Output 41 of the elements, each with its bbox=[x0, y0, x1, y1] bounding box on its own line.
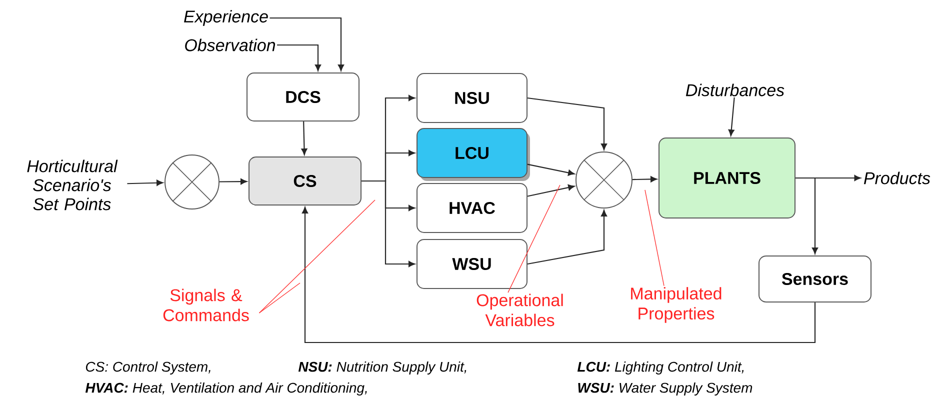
process-box: WSU bbox=[416, 239, 528, 289]
arrow bbox=[632, 176, 658, 182]
process-box: CS bbox=[248, 156, 362, 206]
arrow bbox=[527, 210, 608, 265]
input-label: Products bbox=[864, 172, 930, 184]
input-label: Horticultural Scenario's Set Points bbox=[27, 160, 118, 210]
arrow bbox=[220, 178, 248, 185]
arrow bbox=[728, 97, 735, 136]
annotation-text: Signals & Commands bbox=[163, 288, 249, 322]
annotation-text: Manipulated Properties bbox=[631, 287, 722, 323]
process-box: NSU bbox=[416, 73, 528, 123]
process-box: Sensors bbox=[758, 256, 872, 302]
process-box: DCS bbox=[246, 72, 360, 122]
arrow bbox=[362, 180, 416, 267]
legend-text: NSU: Nutrition Supply Unit, bbox=[298, 361, 466, 374]
legend-text: WSU: Water Supply System bbox=[578, 382, 752, 396]
arrow bbox=[527, 97, 608, 150]
input-label: Disturbances bbox=[686, 84, 784, 96]
summing-junction bbox=[576, 152, 632, 208]
legend-text: LCU: Lighting Control Unit, bbox=[577, 361, 744, 374]
input-label: Experience bbox=[184, 10, 268, 26]
process-box: HVAC bbox=[416, 183, 528, 233]
legend-text: HVAC: Heat, Ventilation and Air Conditioning, bbox=[85, 382, 367, 396]
arrow bbox=[277, 44, 322, 72]
leader-line bbox=[258, 282, 300, 314]
arrow bbox=[527, 184, 575, 197]
process-box: PLANTS bbox=[658, 138, 796, 218]
annotation-text: Operational Variables bbox=[476, 294, 563, 326]
arrow bbox=[527, 164, 575, 176]
summing-junction bbox=[164, 154, 220, 210]
arrow bbox=[270, 17, 344, 72]
arrow bbox=[301, 121, 308, 156]
leader-line bbox=[644, 190, 664, 286]
legend-text: CS: Control System, bbox=[86, 361, 210, 374]
process-box: LCU bbox=[416, 128, 530, 181]
arrow bbox=[302, 206, 816, 344]
arrow bbox=[796, 177, 818, 254]
leader-line bbox=[508, 184, 560, 293]
leader-line bbox=[258, 200, 376, 314]
arrow bbox=[127, 180, 164, 186]
input-label: Observation bbox=[185, 38, 276, 52]
